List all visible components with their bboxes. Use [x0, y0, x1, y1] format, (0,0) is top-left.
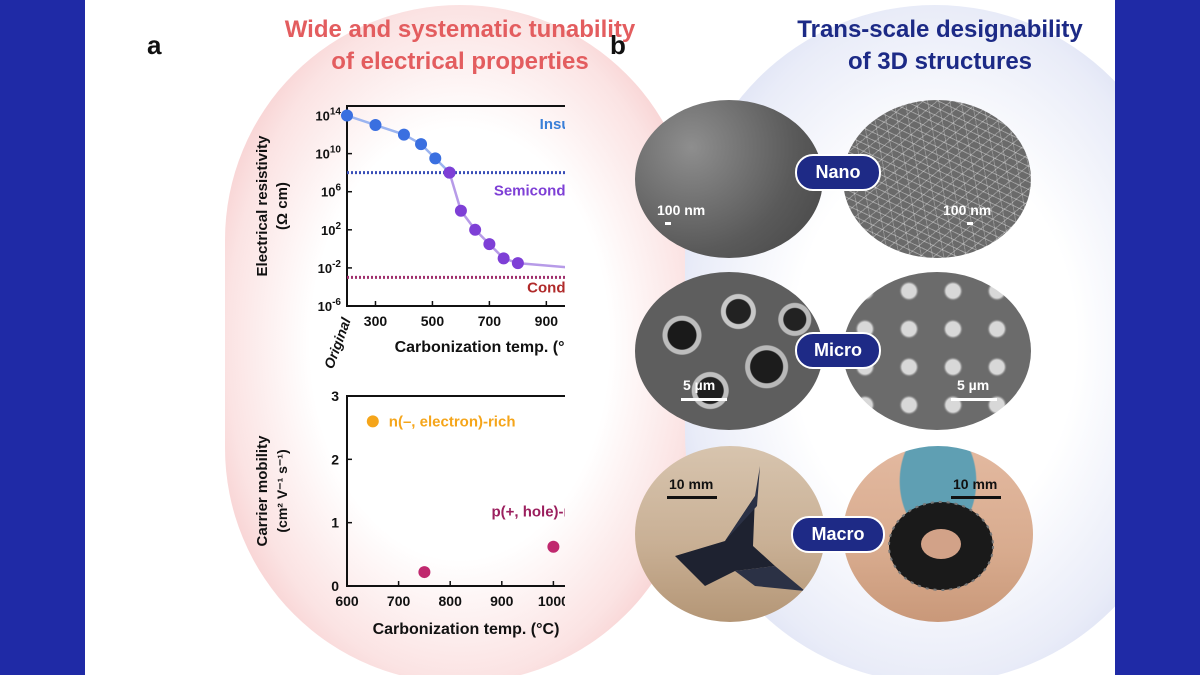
y-tick-label: 102: [321, 221, 341, 238]
x-tick-label: 900: [535, 313, 559, 329]
x-tick-label: 1000: [538, 593, 565, 609]
macro-left-scale-bar: [667, 496, 717, 499]
nano-left-scale-bar: [665, 222, 671, 225]
plot-frame: [346, 105, 565, 307]
y-axis-label-line2: (cm² V⁻¹ s⁻¹): [274, 449, 290, 532]
n-rich-data-point: [366, 415, 379, 428]
plot-frame: [346, 395, 565, 587]
micro-label: Micro: [795, 332, 881, 369]
semiconductor-data-point: [511, 257, 524, 270]
macro-right-scale-text: 10 mm: [953, 476, 998, 492]
x-tick-label: 700: [478, 313, 502, 329]
semiconductor-data-point: [497, 252, 510, 265]
p-rich-data-point: [547, 540, 560, 553]
macro-label: Macro: [791, 516, 885, 553]
p-rich-data-point: [418, 566, 431, 579]
y-tick-label: 2: [331, 451, 339, 467]
p-rich-series-label: p(+, hole)-rich: [491, 503, 565, 520]
ring-shape: [888, 501, 994, 591]
panel-b-label: b: [610, 30, 626, 60]
y-tick-label: 1014: [315, 107, 341, 124]
panel-a-label: a: [147, 30, 162, 60]
macro-right-scale-bar: [951, 496, 1001, 499]
n-rich-series-label: n(–, electron)-rich: [389, 413, 516, 430]
y-axis-label-line1: Carrier mobility: [254, 435, 271, 547]
y-axis-label-line1: Electrical resistivity: [254, 135, 271, 277]
panel-a-title: Wide and systematic tunability of electr…: [260, 14, 660, 78]
micro-right-scale-bar: [951, 398, 997, 401]
semiconductor-data-point: [469, 223, 482, 236]
x-axis-label: Carbonization temp. (°C): [373, 621, 560, 638]
panel-a-title-line2: of electrical properties: [331, 48, 589, 75]
panel-a-title-line1: Wide and systematic tunability: [284, 16, 636, 43]
x-tick-label: 300: [364, 313, 388, 329]
y-axis-label-line2: (Ω cm): [274, 182, 291, 230]
panel-a-background: [225, 5, 695, 675]
micro-sem-left-image: [635, 272, 823, 430]
x-tick-label: 500: [421, 313, 445, 329]
x-tick-label-original: Original: [321, 315, 355, 371]
x-tick-label: 600: [335, 593, 359, 609]
y-tick-label: 1: [331, 515, 339, 531]
x-tick-label: 900: [490, 593, 514, 609]
panel-b-title-line2: of 3D structures: [847, 48, 1033, 75]
micro-right-scale-text: 5 µm: [957, 377, 990, 393]
insulator-data-point: [369, 119, 382, 132]
nano-sem-left-image: [635, 100, 823, 258]
semiconductor-data-point: [443, 166, 456, 179]
panel-b-title-line1: Trans-scale designability: [797, 16, 1083, 43]
insulator-label: Insulator: [540, 116, 565, 133]
macro-left-scale-text: 10 mm: [669, 476, 714, 492]
micro-left-scale-text: 5 µm: [683, 377, 716, 393]
semiconductor-data-point: [483, 238, 496, 251]
nano-right-scale-bar: [967, 222, 973, 225]
x-tick-label: 700: [387, 593, 411, 609]
y-tick-label: 10-2: [318, 259, 342, 276]
insulator-data-point: [397, 128, 410, 141]
conductor-label: Conductor: [527, 280, 565, 297]
insulator-data-point: [341, 109, 353, 122]
nano-right-scale-text: 100 nm: [943, 202, 992, 218]
semiconductor-data-point: [454, 204, 467, 217]
x-tick-label: 800: [439, 593, 463, 609]
figure-panel: a Wide and systematic tunability of elec…: [85, 0, 1115, 675]
y-tick-label: 3: [331, 388, 339, 404]
y-tick-label: 10-6: [318, 297, 342, 314]
nano-label: Nano: [795, 154, 881, 191]
insulator-data-point: [429, 152, 442, 165]
panel-b-title: Trans-scale designability of 3D structur…: [745, 14, 1115, 78]
y-tick-label: 106: [321, 183, 341, 200]
x-axis-label: Carbonization temp. (°C): [395, 339, 565, 356]
y-tick-label: 1010: [315, 145, 341, 162]
y-tick-label: 0: [331, 578, 339, 594]
crane-shape: [675, 466, 805, 591]
mobility-chart: 012360070080090010001100Carbonization te…: [254, 388, 565, 638]
nano-left-scale-text: 100 nm: [657, 202, 706, 218]
micro-left-scale-bar: [681, 398, 727, 401]
insulator-data-point: [415, 138, 428, 151]
semiconductor-label: Semiconductor: [494, 183, 565, 200]
